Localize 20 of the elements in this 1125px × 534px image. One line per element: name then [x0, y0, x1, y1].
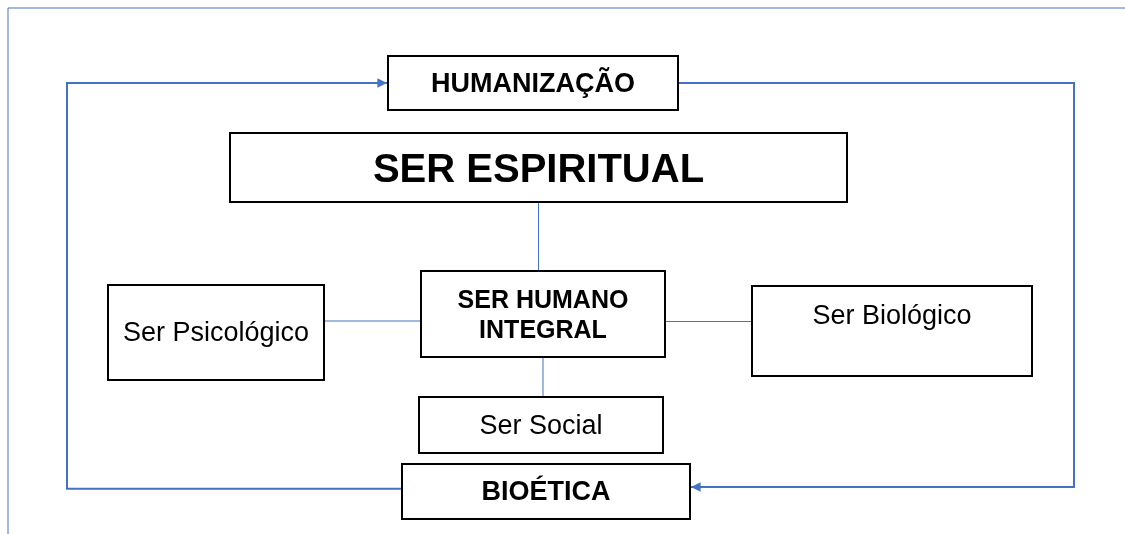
box-label: Ser Psicológico — [122, 316, 310, 349]
box-label: BIOÉTICA — [481, 475, 611, 508]
box-label: SER HUMANO INTEGRAL — [456, 284, 630, 344]
connector-line — [538, 202, 539, 271]
connector-line — [542, 357, 544, 397]
concept-box — [229, 132, 848, 203]
arrow — [66, 78, 402, 490]
concept-box — [418, 396, 664, 454]
concept-box — [751, 285, 1033, 377]
arrow — [678, 82, 1075, 492]
connector-line — [665, 321, 752, 322]
box-label: SER ESPIRITUAL — [372, 144, 705, 192]
connector-line — [324, 320, 421, 322]
concept-box — [387, 55, 679, 111]
box-label: Ser Social — [479, 408, 603, 442]
box-label: HUMANIZAÇÃO — [431, 66, 635, 100]
concept-box — [107, 284, 325, 381]
concept-box — [401, 463, 691, 520]
concept-box — [420, 270, 666, 358]
box-label: Ser Biológico — [812, 299, 972, 332]
